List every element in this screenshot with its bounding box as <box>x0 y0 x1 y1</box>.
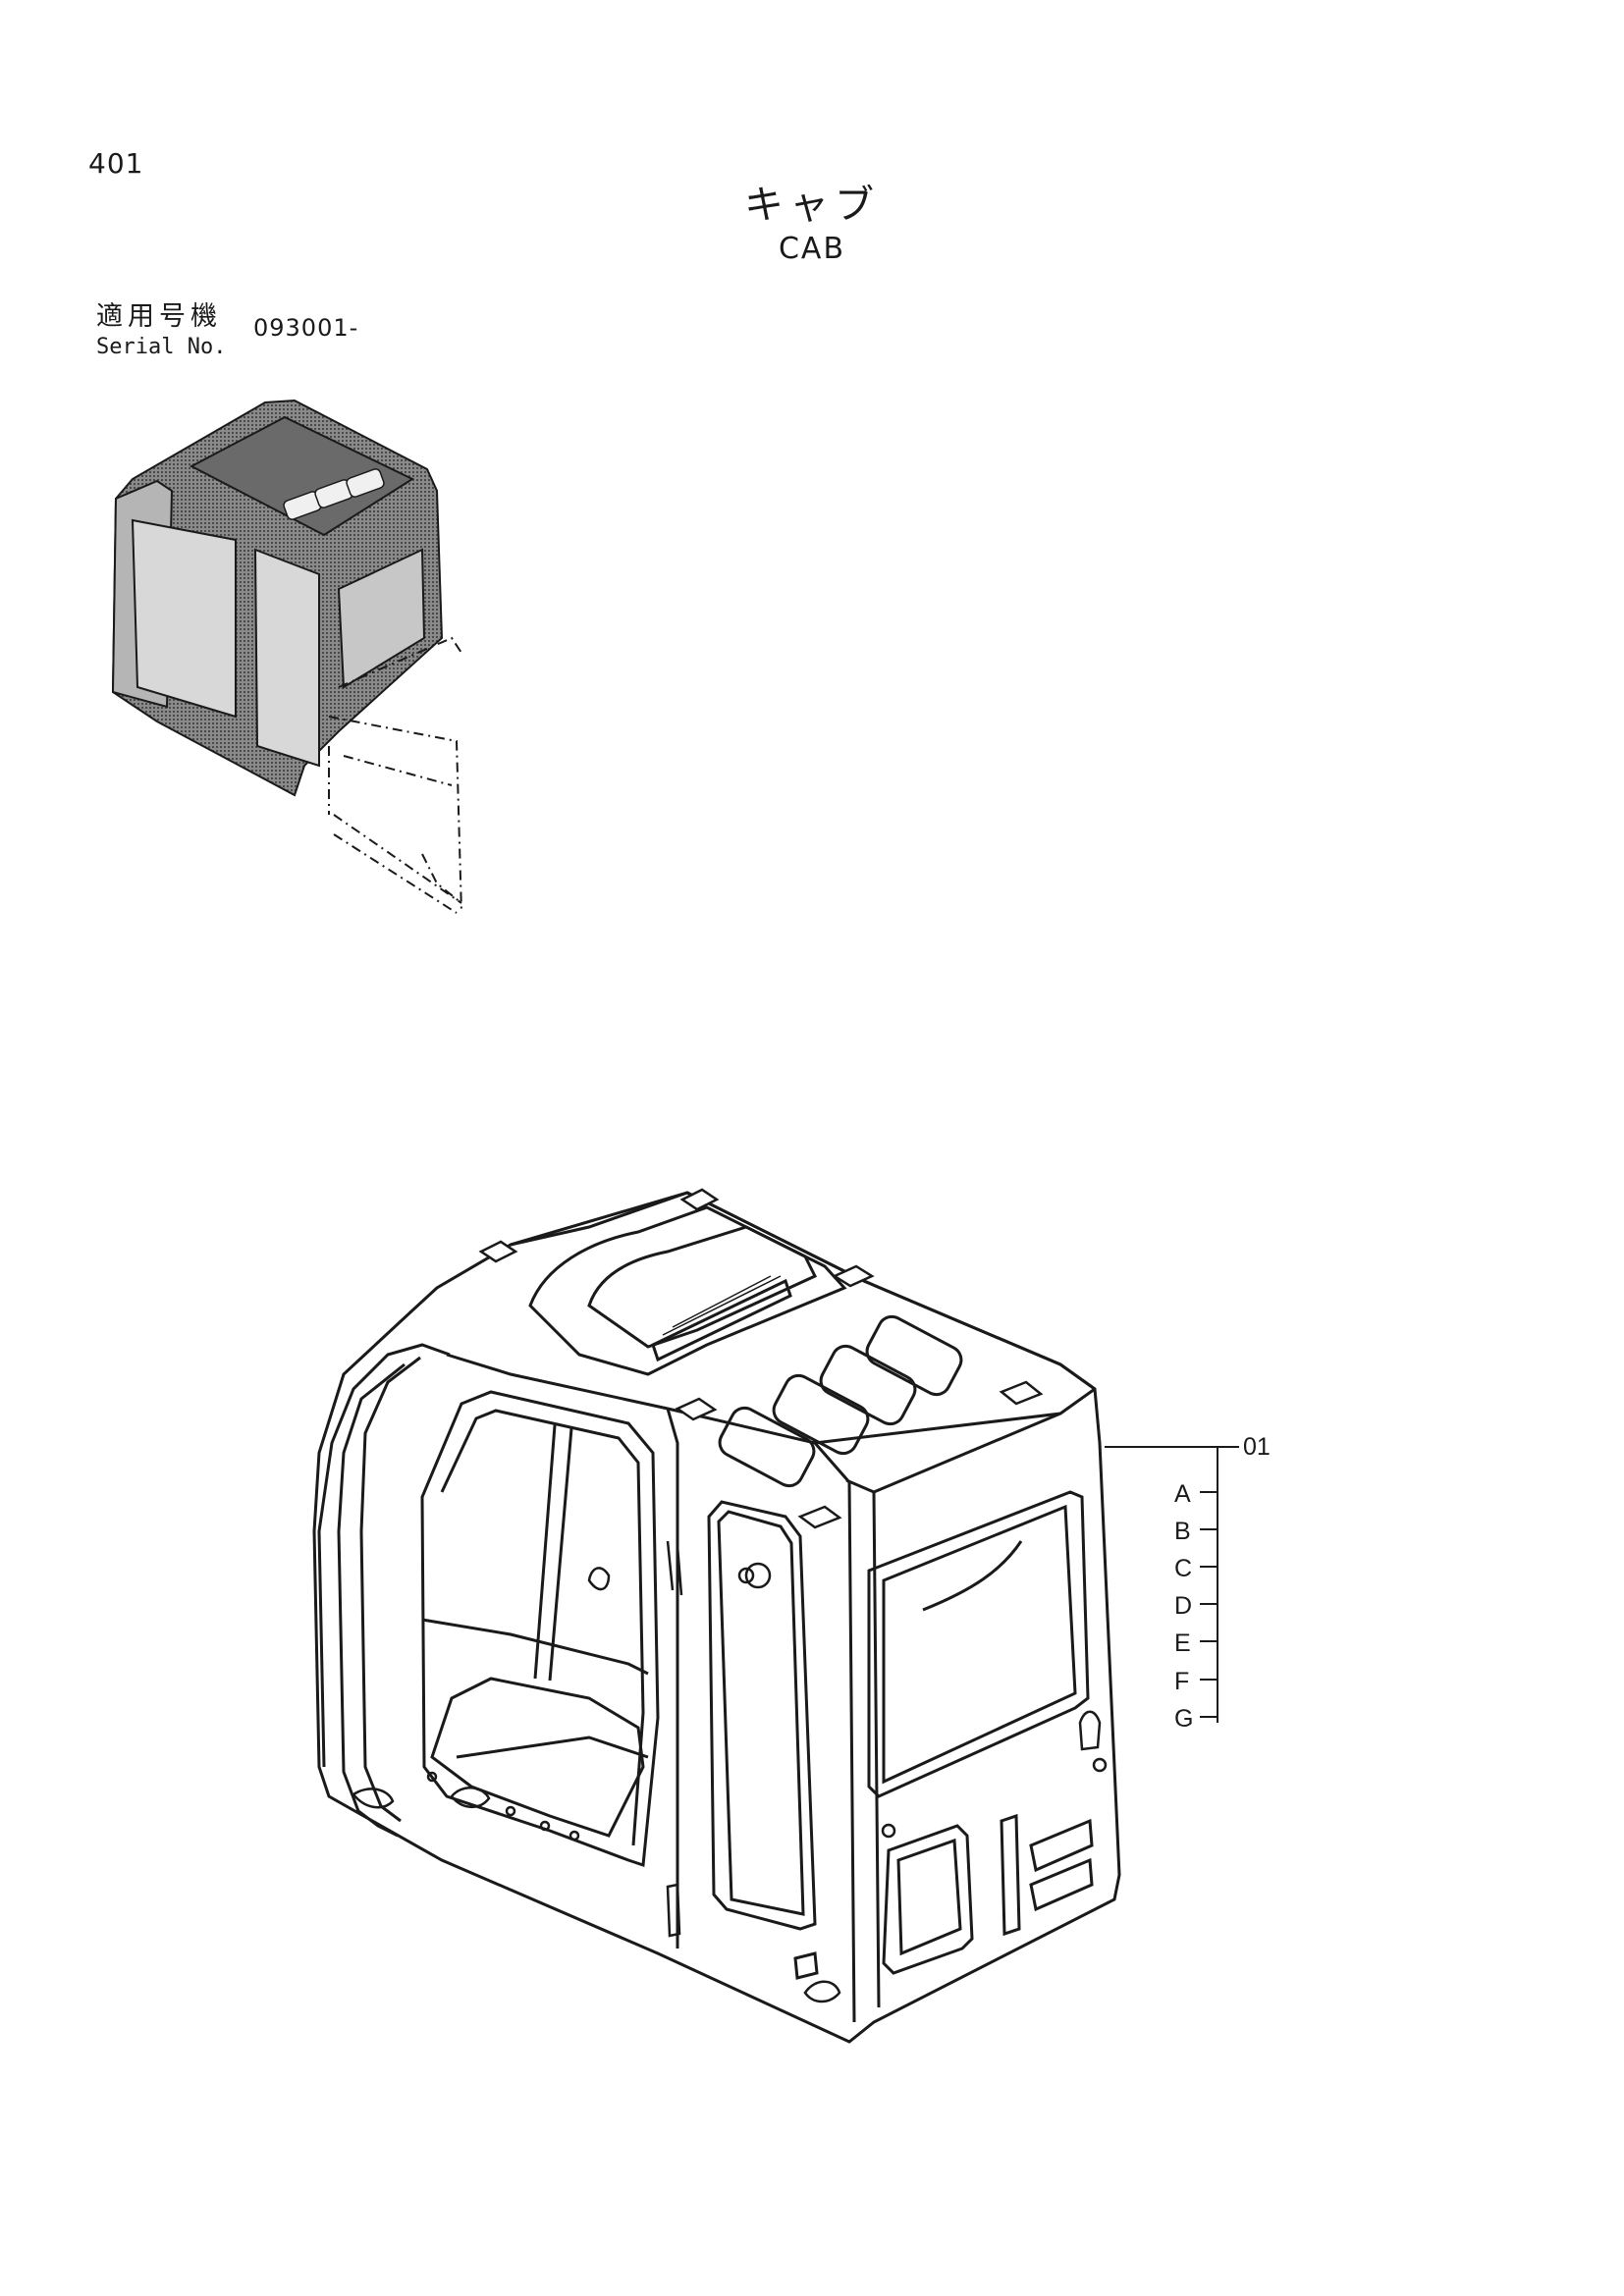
serial-label-jp: 適用号機 <box>96 301 222 332</box>
callout-part-number: 01 <box>1243 1433 1271 1461</box>
roof-hatch <box>528 1205 847 1376</box>
overview-machine-outline <box>328 636 462 914</box>
roof-brackets <box>478 1188 1044 1529</box>
cab-fittings <box>352 1540 1108 2003</box>
callout-letter: C <box>1174 1555 1192 1582</box>
side-door-window <box>707 1500 817 1931</box>
callout-letter: E <box>1174 1629 1191 1657</box>
callout-letter: D <box>1174 1592 1192 1620</box>
callout-bracket <box>1105 1446 1239 1723</box>
serial-number-value: 093001- <box>253 314 359 342</box>
callout-letter: F <box>1174 1668 1189 1695</box>
rear-window <box>867 1490 1090 1798</box>
overview-roof-panels <box>283 468 385 520</box>
callout-letter: G <box>1174 1705 1193 1733</box>
overview-cab-body <box>111 399 444 797</box>
page-number: 401 <box>88 147 144 180</box>
callout-letter: B <box>1174 1518 1191 1545</box>
front-window-frame <box>420 1390 660 1868</box>
roof-panels <box>718 1314 963 1488</box>
callout-letter: A <box>1174 1480 1191 1508</box>
callout-labels: 01 A B C D E F G <box>1174 1433 1271 1733</box>
serial-label-block: 適用号機 Serial No. <box>96 294 226 359</box>
serial-label-en: Serial No. <box>96 335 227 359</box>
title-english: CAB <box>778 232 846 266</box>
rear-lower-panel <box>793 1813 1094 1980</box>
title-japanese: キャブ <box>744 183 880 228</box>
